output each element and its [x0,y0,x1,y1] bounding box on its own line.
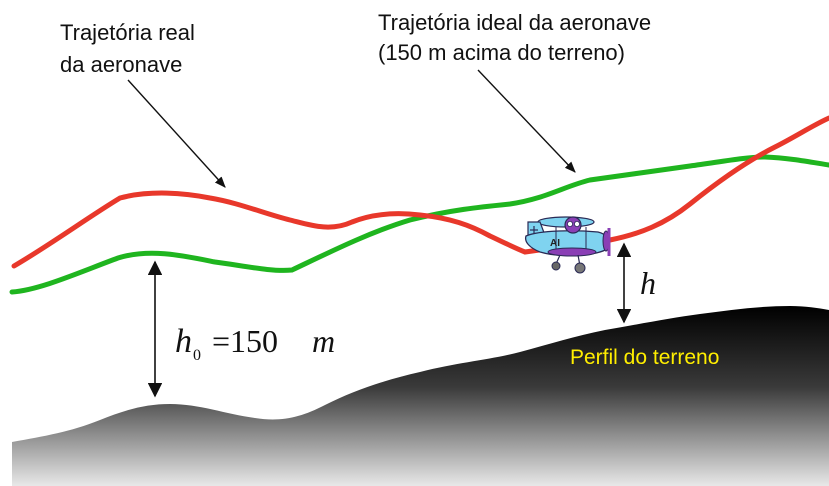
svg-text:=150: =150 [212,323,278,359]
svg-text:h: h [175,323,192,360]
svg-text:m: m [312,323,335,359]
real-trajectory-label-line2: da aeronave [60,52,182,77]
ideal-label-pointer [477,69,576,173]
ideal-trajectory-label-line2: (150 m acima do terreno) [378,40,625,65]
terrain-label: Perfil do terreno [570,346,719,369]
svg-text:AI: AI [550,238,560,249]
real-trajectory-line [11,115,829,269]
cartoon-airplane-icon: AI [524,216,611,274]
svg-text:0: 0 [193,347,201,364]
real-label-pointer [127,79,226,188]
h-symbol: h [640,265,656,301]
ideal-trajectory-line [9,154,829,295]
h0-equation: h 0 =150 m [175,323,335,364]
ideal-trajectory-label-line1: Trajetória ideal da aeronave [378,10,651,35]
real-trajectory-label-line1: Trajetória real [60,20,195,45]
terrain-profile [12,306,829,486]
